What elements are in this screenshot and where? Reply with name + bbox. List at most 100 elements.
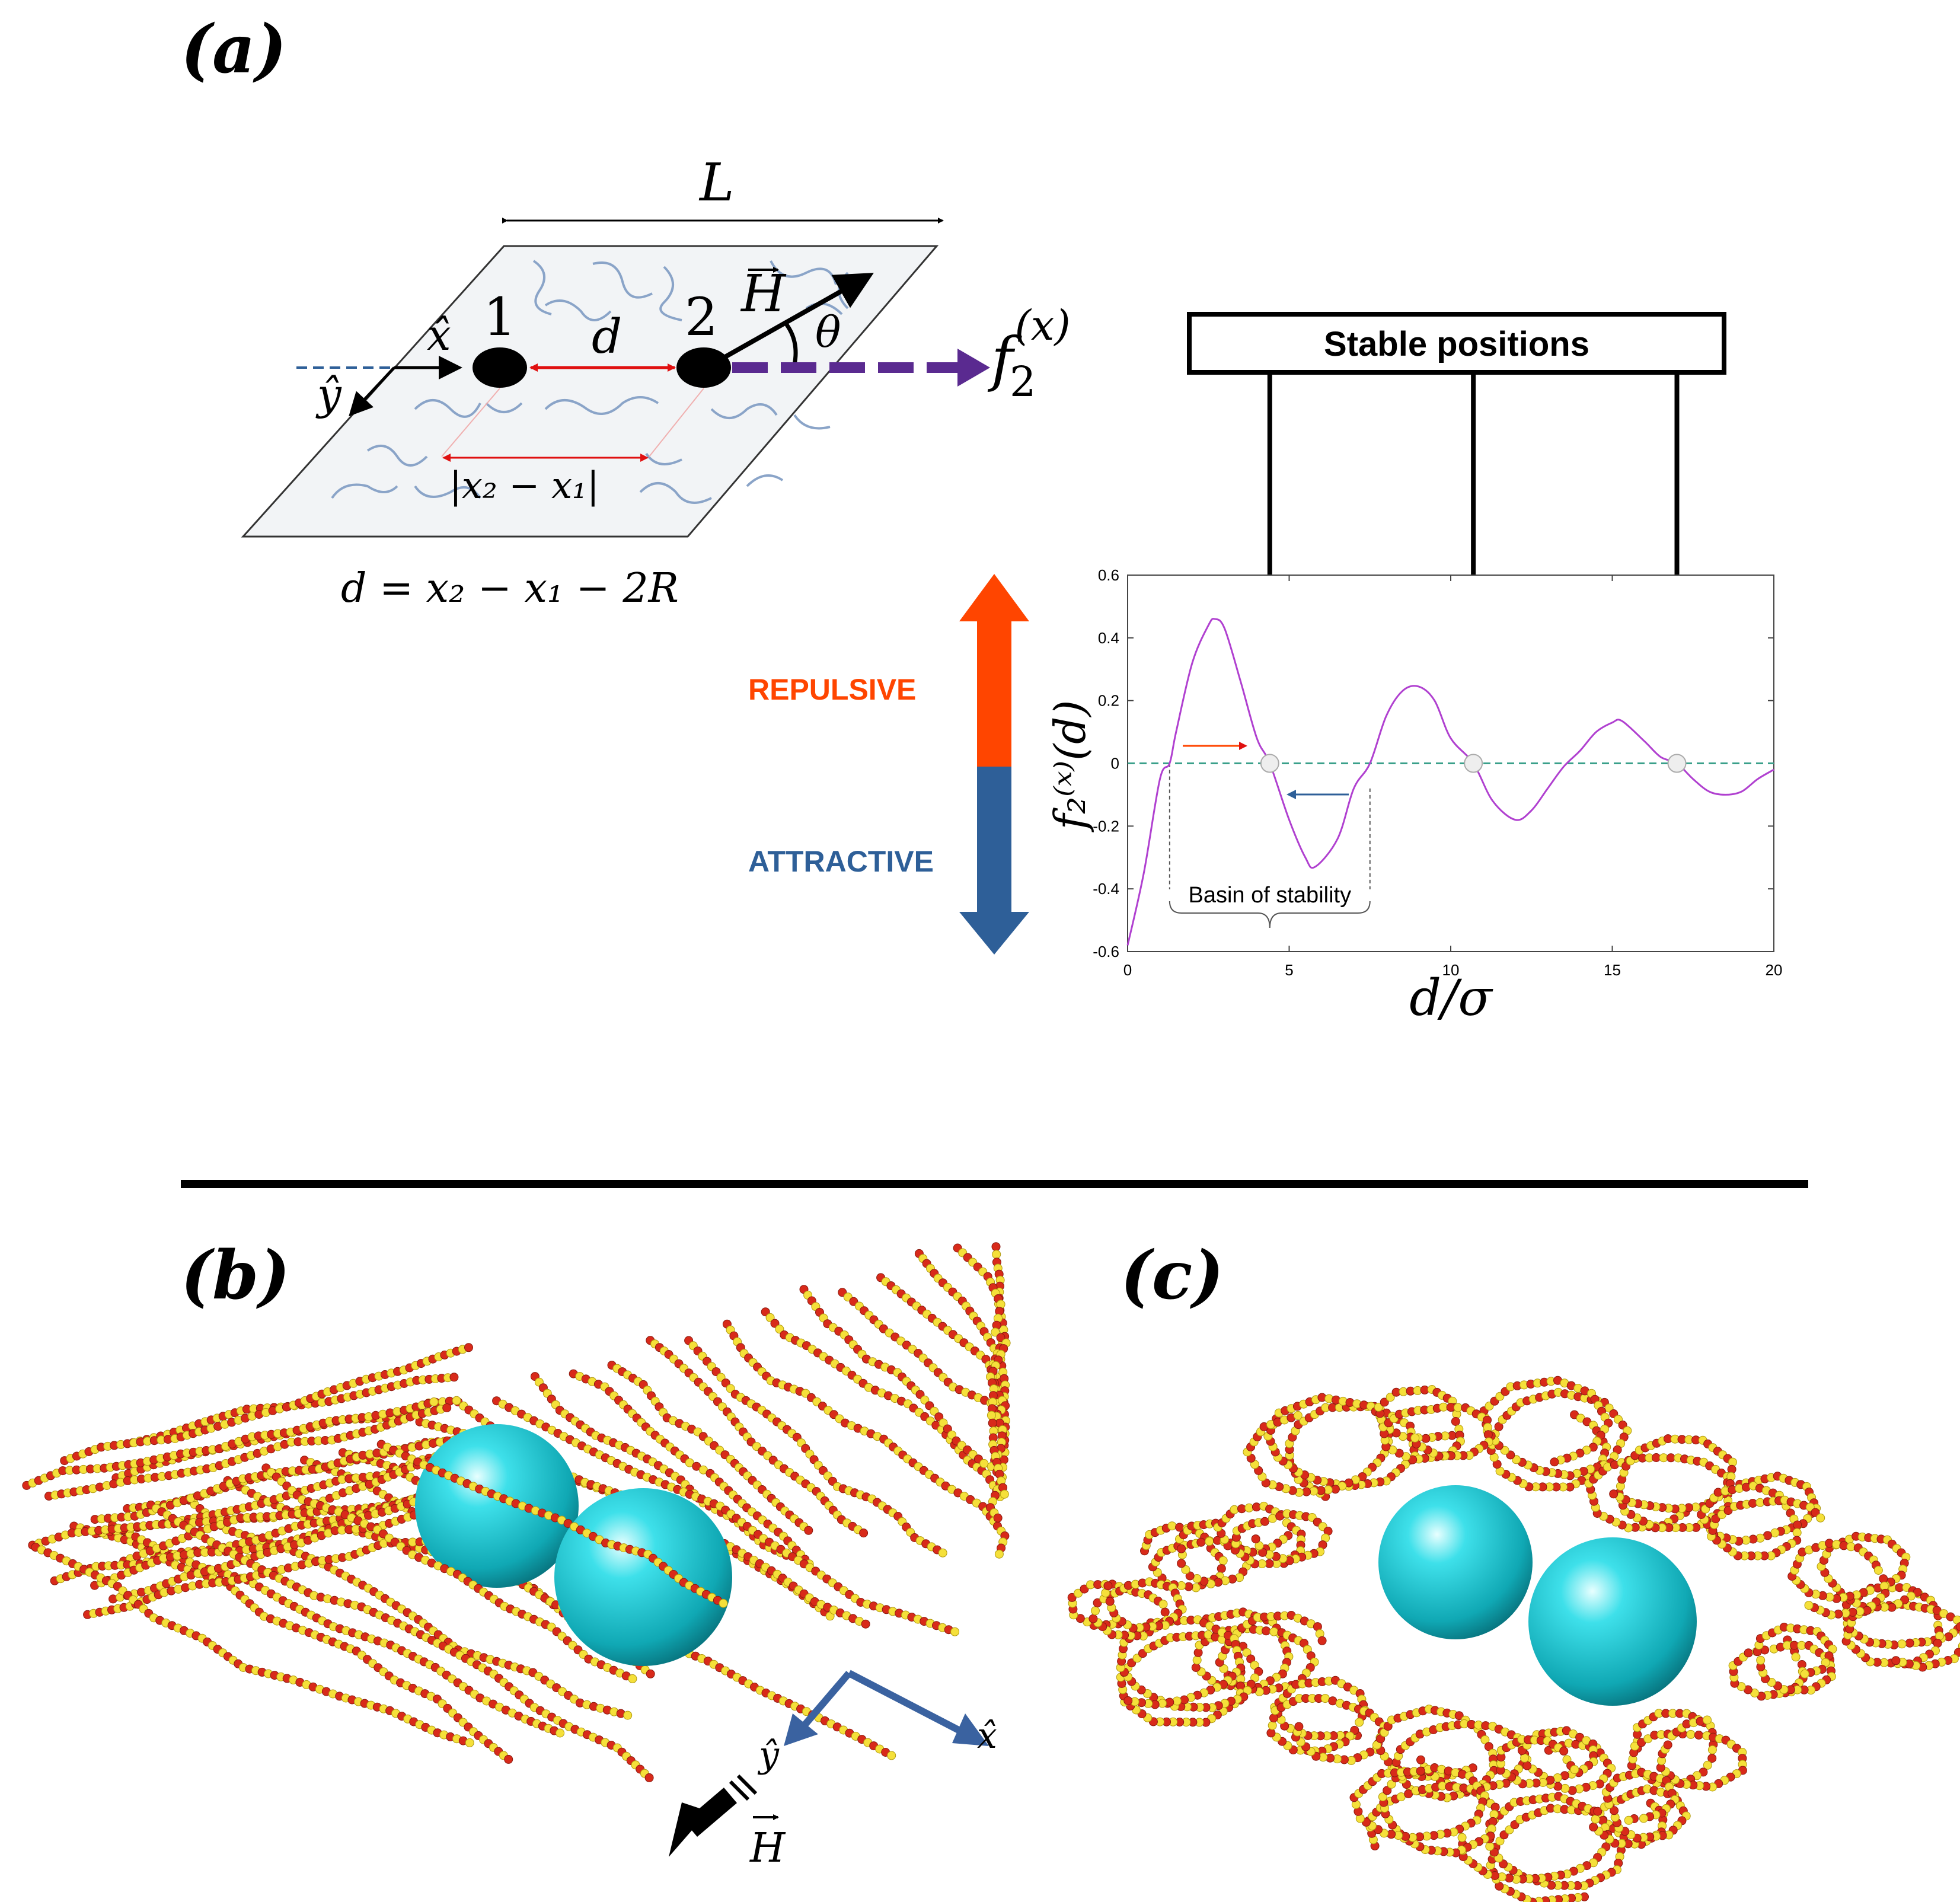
- monomer-bead: [1707, 1745, 1717, 1754]
- monomer-bead: [1196, 1537, 1206, 1547]
- yhat-label: ŷ: [315, 369, 342, 419]
- bead-1-label: 1: [483, 286, 516, 347]
- monomer-bead: [761, 1307, 770, 1317]
- monomer-bead: [1091, 1606, 1100, 1616]
- monomer-bead: [1891, 1656, 1901, 1665]
- y-tick-label: -0.4: [1093, 880, 1119, 898]
- distance-equation: d = x₂ − x₁ − 2R: [341, 565, 679, 612]
- monomer-bead: [692, 1461, 701, 1471]
- stable-point: [1667, 754, 1687, 773]
- monomer-bead: [1416, 1766, 1425, 1776]
- monomer-bead: [644, 1773, 654, 1782]
- monomer-bead: [1177, 1544, 1186, 1553]
- monomer-bead: [1410, 1433, 1420, 1443]
- chart-ylabel: f₂⁽ˣ⁾(d): [1045, 700, 1095, 833]
- x-tick-label: 0: [1123, 961, 1132, 979]
- monomer-bead: [716, 1373, 726, 1382]
- monomer-bead: [1103, 1581, 1113, 1591]
- monomer-bead: [1218, 1556, 1228, 1565]
- monomer-bead: [1520, 1753, 1530, 1763]
- monomer-bead: [1652, 1453, 1661, 1462]
- sim-xhat-arrow: [847, 1670, 974, 1741]
- monomer-bead: [1266, 1728, 1276, 1738]
- monomer-bead: [994, 1549, 1004, 1559]
- monomer-bead: [623, 1710, 633, 1720]
- simulation-b: x̂ ŷ H: [22, 1242, 1011, 1872]
- bead-2: [676, 347, 731, 388]
- monomer-bead: [1770, 1528, 1780, 1537]
- monomer-bead: [504, 1754, 513, 1764]
- monomer-bead: [1485, 1842, 1495, 1851]
- monomer-bead: [1489, 1810, 1499, 1819]
- repulsive-arrowhead: [959, 574, 1029, 621]
- monomer-bead: [1560, 1783, 1570, 1793]
- monomer-bead: [950, 1627, 960, 1636]
- monomer-bead: [1177, 1559, 1186, 1568]
- monomer-bead: [1158, 1600, 1168, 1609]
- monomer-bead: [1184, 1582, 1193, 1591]
- monomer-bead: [947, 1430, 957, 1440]
- monomer-bead: [1088, 1614, 1098, 1623]
- monomer-bead: [1251, 1534, 1260, 1544]
- monomer-bead: [1694, 1731, 1703, 1740]
- colloid-2-c: [1528, 1537, 1697, 1706]
- monomer-bead: [1453, 1403, 1463, 1412]
- stable-positions-title: Stable positions: [1324, 325, 1589, 363]
- monomer-bead: [1639, 1814, 1648, 1823]
- monomer-bead: [1237, 1504, 1246, 1514]
- monomer-bead: [1879, 1574, 1888, 1584]
- monomer-bead: [1832, 1540, 1841, 1549]
- monomer-bead: [1172, 1696, 1182, 1706]
- monomer-bead: [452, 1396, 461, 1405]
- monomer-bead: [1421, 1434, 1431, 1443]
- monomer-bead: [1205, 1537, 1214, 1546]
- monomer-bead: [979, 1459, 989, 1468]
- monomer-bead: [1933, 1639, 1942, 1648]
- x-tick-label: 10: [1442, 961, 1460, 979]
- monomer-bead: [1800, 1669, 1809, 1678]
- monomer-bead: [1487, 1824, 1496, 1833]
- force-label: f2(x): [987, 301, 1071, 406]
- monomer-bead: [646, 1669, 655, 1678]
- monomer-bead: [1193, 1648, 1203, 1657]
- monomer-bead: [1825, 1539, 1834, 1548]
- monomer-bead: [992, 1250, 1001, 1259]
- monomer-bead: [1846, 1542, 1856, 1552]
- monomer-bead: [943, 1424, 952, 1434]
- distance-label: d: [592, 309, 622, 364]
- monomer-bead: [1175, 1523, 1185, 1532]
- monomer-bead: [1609, 1489, 1619, 1499]
- monomer-bead: [1791, 1652, 1801, 1662]
- monomer-bead: [1570, 1765, 1579, 1775]
- monomer-bead: [1522, 1761, 1532, 1770]
- y-tick-label: 0.4: [1098, 629, 1119, 647]
- monomer-bead: [1260, 1517, 1269, 1526]
- monomer-bead: [1792, 1528, 1802, 1537]
- monomer-bead: [1294, 1722, 1304, 1731]
- monomer-bead: [1269, 1713, 1278, 1723]
- monomer-bead: [464, 1343, 473, 1352]
- angle-arc: [784, 321, 798, 365]
- monomer-bead: [1589, 1823, 1598, 1832]
- repulsive-bar: [977, 621, 1011, 767]
- bead-1: [473, 347, 527, 388]
- monomer-bead: [887, 1751, 896, 1760]
- monomer-bead: [1191, 1583, 1201, 1593]
- monomer-bead: [1793, 1520, 1802, 1530]
- monomer-bead: [726, 1384, 735, 1393]
- polymer-squiggles: [331, 260, 849, 504]
- monomer-bead: [556, 1728, 565, 1738]
- monomer-bead: [1217, 1564, 1226, 1574]
- monomer-bead: [1879, 1581, 1889, 1591]
- monomer-bead: [1123, 1696, 1133, 1705]
- y-tick-label: -0.6: [1093, 943, 1119, 960]
- xhat-label: x̂: [427, 310, 451, 360]
- monomer-bead: [1252, 1502, 1261, 1512]
- attractive-label: ATTRACTIVE: [748, 845, 934, 878]
- monomer-bead: [1165, 1697, 1174, 1707]
- monomer-bead: [1756, 1655, 1766, 1665]
- monomer-bead: [859, 1528, 869, 1538]
- monomer-bead: [1328, 1696, 1337, 1706]
- monomer-bead: [993, 1513, 1003, 1523]
